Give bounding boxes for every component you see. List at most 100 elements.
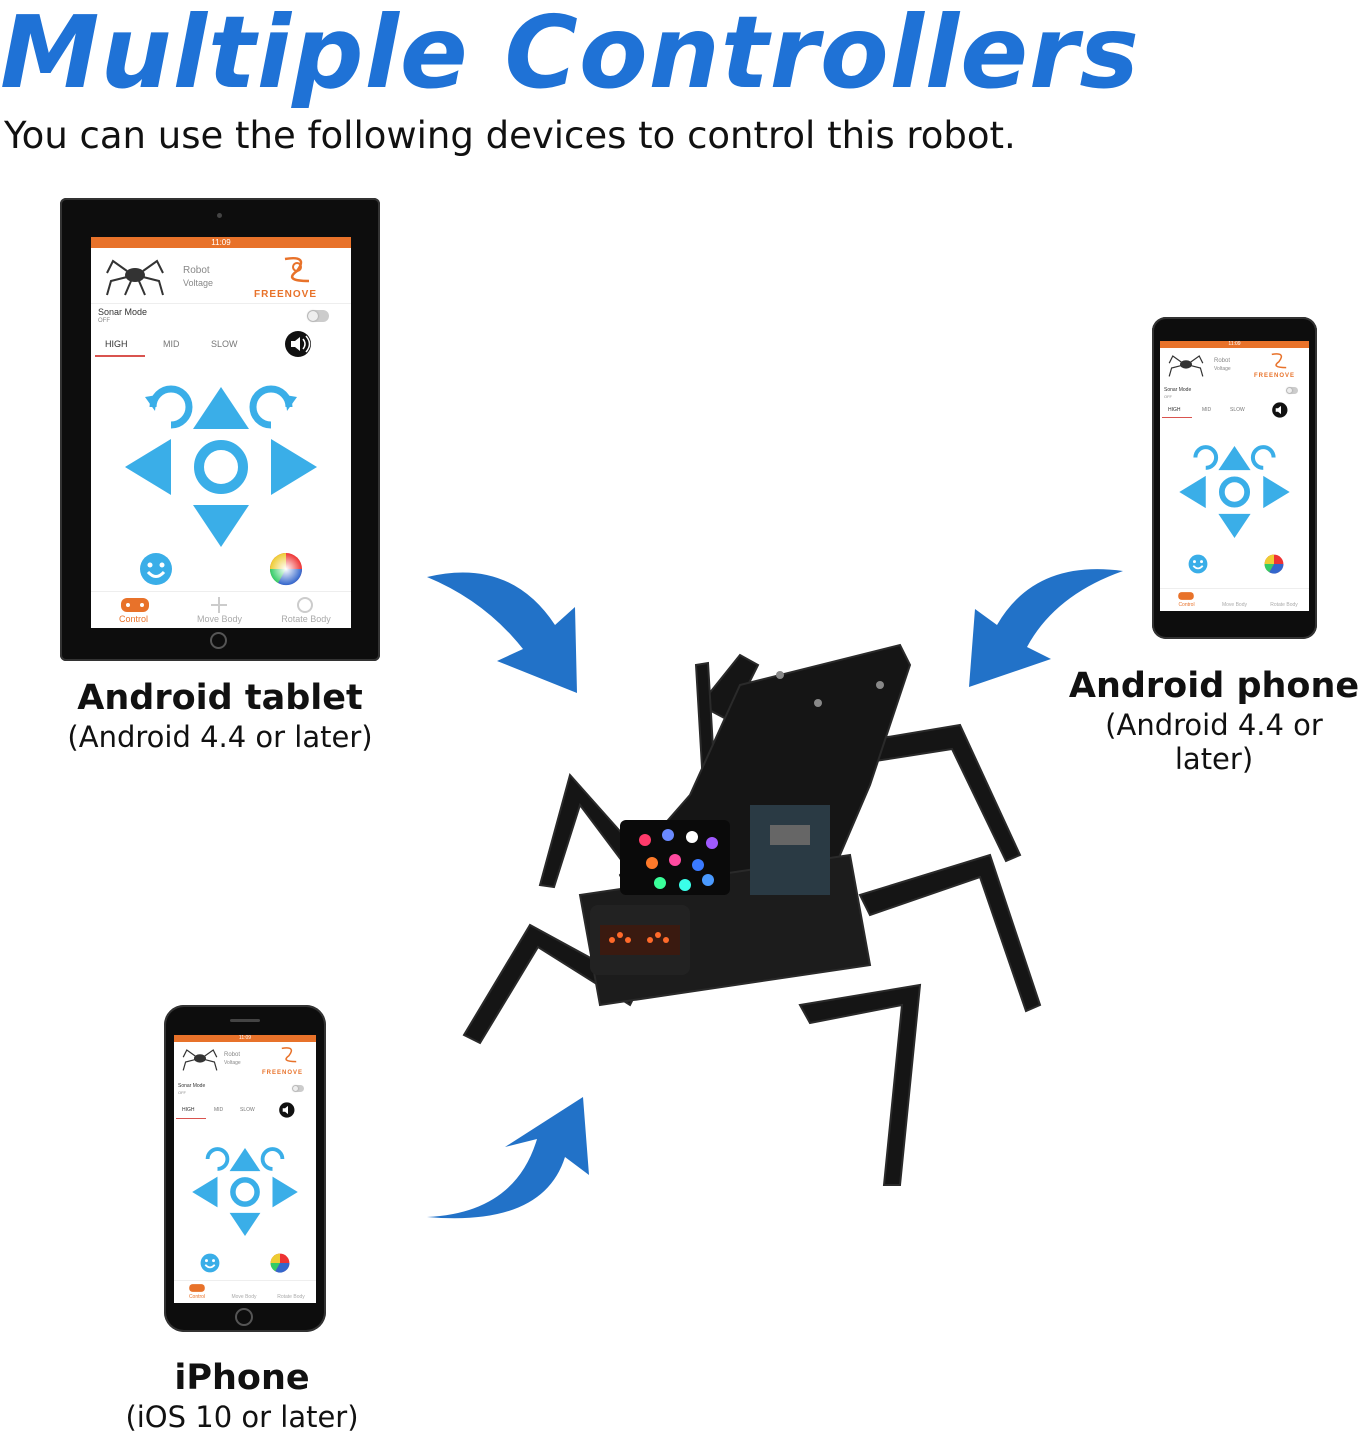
iphone-name: iPhone (174, 1358, 310, 1398)
android-phone-name: Android phone (1068, 666, 1360, 706)
status-time: 11:09 (211, 238, 231, 247)
gamepad-icon (121, 598, 149, 612)
bottom-nav: Control Move Body Rotate Body (91, 591, 351, 628)
direction-pad (1179, 445, 1290, 538)
brand-label: FREENOVE (262, 1070, 304, 1076)
nav-rotate-body[interactable]: Rotate Body (1270, 602, 1298, 608)
sonar-toggle[interactable] (307, 310, 329, 322)
color-wheel-icon[interactable] (269, 552, 303, 586)
android-phone-caption: Android phone (Android 4.4 or later) (1062, 666, 1366, 776)
status-bar: 11:09 (174, 1035, 316, 1042)
tab-mid[interactable]: MID (163, 339, 180, 349)
nav-control[interactable]: Control (1178, 602, 1195, 608)
status-time: 11:09 (238, 1035, 252, 1041)
tablet-home-button (210, 632, 227, 649)
face-icon[interactable] (1188, 554, 1208, 574)
tablet-requirement: (Android 4.4 or later) (67, 720, 373, 754)
tab-mid[interactable]: MID (214, 1107, 224, 1113)
face-icon[interactable] (200, 1253, 220, 1273)
robot-label: Robot (224, 1052, 241, 1058)
iphone-caption: iPhone (iOS 10 or later) (92, 1358, 392, 1434)
sonar-toggle[interactable] (1286, 387, 1298, 394)
gamepad-icon (1178, 592, 1194, 600)
robot-label: Robot (1214, 358, 1231, 364)
rotate-right-button (249, 385, 293, 429)
page-subtitle: You can use the following devices to con… (4, 114, 1016, 157)
iphone-requirement: (iOS 10 or later) (125, 1400, 359, 1434)
brand-label: FREENOVE (254, 289, 318, 300)
color-wheel-icon[interactable] (1264, 554, 1284, 574)
speaker-icon[interactable] (1271, 401, 1291, 419)
tablet-name: Android tablet (77, 678, 363, 718)
voltage-label: Voltage (183, 278, 214, 288)
tab-slow[interactable]: SLOW (1230, 407, 1245, 413)
bottom-nav: Control Move Body Rotate Body (1160, 588, 1309, 611)
robot-label: Robot (183, 265, 210, 276)
freenove-logo-icon (284, 257, 310, 283)
android-phone-requirement: (Android 4.4 or later) (1105, 708, 1323, 776)
freenove-logo-icon (281, 1047, 297, 1063)
status-bar: 11:09 (91, 237, 351, 248)
nav-move-body[interactable]: Move Body (1221, 602, 1247, 608)
bottom-nav: Control Move Body Rotate Body (174, 1280, 316, 1303)
sonar-mode-label: Sonar Mode (1164, 387, 1192, 393)
arrow-from-iphone-icon (427, 1097, 589, 1219)
tab-high[interactable]: HIGH (182, 1107, 195, 1113)
nav-move-body[interactable]: Move Body (196, 614, 243, 624)
tablet-screen: 11:09 Robot Voltage FREENOVE Sonar Mode … (91, 237, 351, 628)
iphone-home-button (235, 1308, 253, 1326)
sonar-mode-label: Sonar Mode (98, 307, 148, 317)
move-forward-button (193, 387, 249, 429)
face-icon[interactable] (139, 552, 173, 586)
rotate-body-icon (297, 597, 313, 613)
gamepad-icon (189, 1284, 205, 1292)
nav-control[interactable]: Control (188, 1294, 206, 1300)
move-left-button (125, 439, 171, 495)
status-time: 11:09 (1228, 341, 1241, 347)
tab-mid[interactable]: MID (1202, 407, 1212, 413)
sonar-state-label: OFF (98, 318, 110, 324)
sonar-state-label: OFF (1164, 394, 1172, 399)
status-bar: 11:09 (1160, 341, 1309, 348)
voltage-label: Voltage (224, 1060, 241, 1066)
tablet-caption: Android tablet (Android 4.4 or later) (40, 678, 400, 754)
nav-rotate-body[interactable]: Rotate Body (281, 614, 331, 624)
tab-underline (95, 355, 145, 357)
spider-robot-icon (106, 259, 164, 296)
tab-underline (1162, 417, 1192, 418)
move-right-button (271, 439, 317, 495)
spider-robot-icon (182, 1049, 218, 1071)
nav-move-body[interactable]: Move Body (231, 1294, 257, 1300)
move-back-button (193, 505, 249, 547)
phone-screen: 11:09 Robot Voltage FREENOVE Sonar Mode … (1160, 341, 1309, 611)
stop-button (194, 440, 248, 494)
hexapod-robot-image (462, 643, 1042, 1186)
iphone-screen: 11:09 Robot Voltage FREENOVE Sonar Mode … (174, 1035, 316, 1303)
rotate-left-button (149, 385, 193, 429)
freenove-logo-icon (1271, 353, 1287, 369)
nav-control[interactable]: Control (118, 614, 148, 624)
tablet-camera-icon (217, 213, 222, 218)
speaker-icon[interactable] (278, 1101, 298, 1119)
tab-slow[interactable]: SLOW (211, 339, 238, 349)
direction-pad (125, 385, 317, 547)
iphone-device: 11:09 Robot Voltage FREENOVE Sonar Mode … (164, 1005, 326, 1332)
move-body-icon (211, 597, 227, 613)
sonar-toggle[interactable] (292, 1085, 304, 1092)
page-title: Multiple Controllers (0, 0, 1140, 111)
iphone-speaker-icon (230, 1019, 260, 1022)
brand-label: FREENOVE (1254, 373, 1296, 379)
voltage-label: Voltage (1214, 366, 1231, 372)
android-phone-device: 11:09 Robot Voltage FREENOVE Sonar Mode … (1152, 317, 1317, 639)
arrow-from-tablet-icon (427, 572, 577, 693)
direction-pad (192, 1147, 298, 1236)
spider-robot-icon (1168, 355, 1204, 377)
color-wheel-icon[interactable] (270, 1253, 290, 1273)
sonar-mode-label: Sonar Mode (178, 1083, 206, 1089)
nav-rotate-body[interactable]: Rotate Body (277, 1294, 305, 1300)
tab-high[interactable]: HIGH (105, 339, 128, 349)
tab-high[interactable]: HIGH (1168, 407, 1181, 413)
tab-underline (176, 1118, 206, 1119)
tab-slow[interactable]: SLOW (240, 1107, 255, 1113)
speaker-icon[interactable] (283, 329, 317, 359)
